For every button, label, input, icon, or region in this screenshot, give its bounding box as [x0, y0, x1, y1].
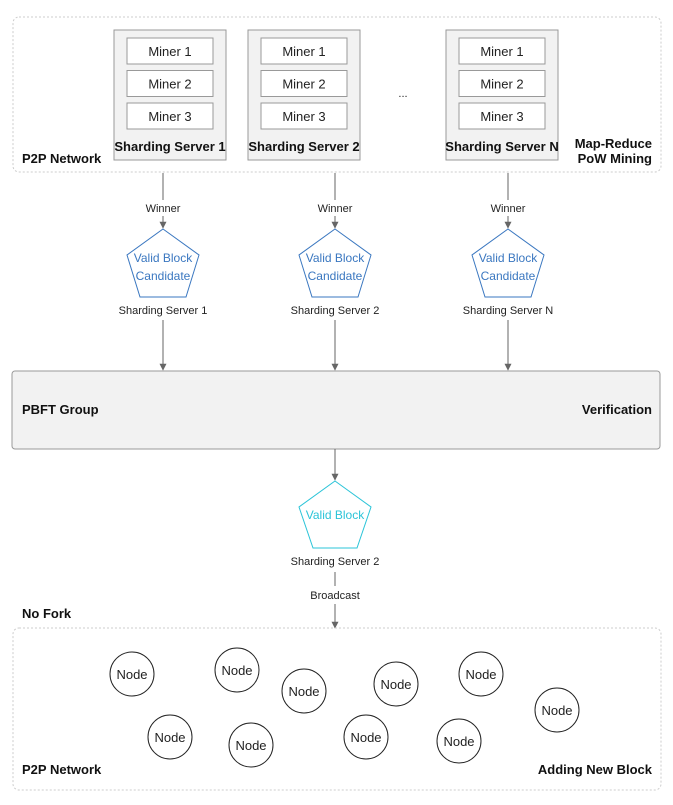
- miner-box: [126, 70, 214, 97]
- pow-mining-label: PoW Mining: [578, 151, 652, 166]
- node-label: Node: [465, 667, 496, 682]
- sharding-server-label: Sharding Server 2: [248, 139, 359, 154]
- verification-label: Verification: [582, 402, 652, 417]
- miner-label: Miner 2: [148, 77, 191, 92]
- miner-box: [458, 37, 546, 65]
- bottom-p2p-network-group: [12, 627, 662, 791]
- no-fork-label: No Fork: [22, 606, 72, 621]
- candidate-pentagon: [298, 228, 372, 298]
- node-circle: [534, 687, 580, 733]
- miner-label: Miner 1: [282, 44, 325, 59]
- node-circle: [214, 647, 260, 693]
- candidate-caption: Sharding Server 2: [291, 305, 380, 317]
- candidate-pentagon: [471, 228, 545, 298]
- node-label: Node: [288, 684, 319, 699]
- node-circle: [228, 722, 274, 768]
- winner-label: Winner: [318, 203, 353, 215]
- adding-new-block-label: Adding New Block: [538, 762, 653, 777]
- node-label: Node: [154, 730, 185, 745]
- top-p2p-network-group: [12, 16, 662, 173]
- candidate-label-line1: Valid Block: [479, 251, 538, 265]
- winner-label: Winner: [491, 203, 526, 215]
- winner-label: Winner: [146, 203, 181, 215]
- miner-label: Miner 3: [282, 109, 325, 124]
- node-label: Node: [541, 703, 572, 718]
- miner-label: Miner 1: [148, 44, 191, 59]
- miner-box: [458, 102, 546, 130]
- candidate-label-line1: Valid Block: [134, 251, 193, 265]
- miner-box: [126, 102, 214, 130]
- miner-box: [126, 37, 214, 65]
- candidate-label-line2: Candidate: [136, 269, 191, 283]
- miner-label: Miner 3: [480, 109, 523, 124]
- node-circle: [109, 651, 155, 697]
- miner-label: Miner 3: [148, 109, 191, 124]
- candidate-label-line2: Candidate: [308, 269, 363, 283]
- miner-label: Miner 2: [480, 77, 523, 92]
- node-circle: [373, 661, 419, 707]
- candidate-caption: Sharding Server 1: [119, 305, 208, 317]
- node-label: Node: [221, 663, 252, 678]
- miner-label: Miner 1: [480, 44, 523, 59]
- sharding-server-label: Sharding Server 1: [114, 139, 225, 154]
- ellipsis: ...: [398, 88, 407, 100]
- node-circle: [147, 714, 193, 760]
- map-reduce-label: Map-Reduce: [575, 136, 652, 151]
- node-label: Node: [116, 667, 147, 682]
- sharding-server-label: Sharding Server N: [445, 139, 558, 154]
- valid-block-pentagon: [298, 480, 372, 549]
- candidate-caption: Sharding Server N: [463, 305, 554, 317]
- node-label: Node: [350, 730, 381, 745]
- bottom-p2p-label: P2P Network: [22, 762, 102, 777]
- candidate-label-line2: Candidate: [481, 269, 536, 283]
- miner-box: [260, 102, 348, 130]
- valid-block-label: Valid Block: [306, 508, 365, 522]
- miner-box: [458, 70, 546, 97]
- node-label: Node: [443, 734, 474, 749]
- node-circle: [281, 668, 327, 714]
- node-circle: [343, 714, 389, 760]
- miner-box: [260, 70, 348, 97]
- candidate-pentagon: [126, 228, 200, 298]
- top-p2p-label: P2P Network: [22, 151, 102, 166]
- broadcast-label: Broadcast: [310, 590, 360, 602]
- pbft-group-box: [11, 370, 661, 450]
- node-circle: [436, 718, 482, 764]
- node-label: Node: [380, 677, 411, 692]
- miner-box: [260, 37, 348, 65]
- node-label: Node: [235, 738, 266, 753]
- candidate-label-line1: Valid Block: [306, 251, 365, 265]
- valid-block-caption: Sharding Server 2: [291, 556, 380, 568]
- pbft-group-label: PBFT Group: [22, 402, 99, 417]
- node-circle: [458, 651, 504, 697]
- miner-label: Miner 2: [282, 77, 325, 92]
